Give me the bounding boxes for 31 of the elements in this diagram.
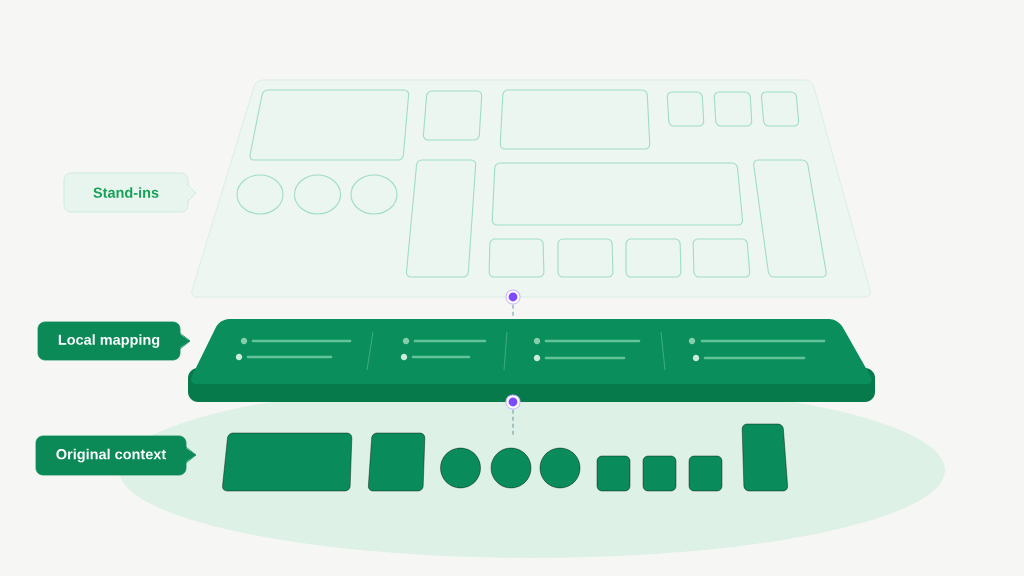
solid-circle bbox=[440, 447, 481, 489]
outline-block bbox=[557, 238, 614, 278]
outline-block bbox=[753, 159, 827, 278]
callout-bubble: Original context bbox=[35, 435, 197, 476]
outline-block bbox=[713, 91, 753, 127]
outline-block bbox=[488, 238, 545, 278]
solid-block bbox=[596, 455, 631, 492]
solid-block bbox=[741, 423, 788, 492]
outline-block bbox=[666, 91, 705, 127]
outline-circle bbox=[350, 174, 398, 215]
outline-block bbox=[499, 89, 651, 150]
solid-block bbox=[222, 432, 353, 492]
outline-block bbox=[405, 159, 477, 278]
outline-block bbox=[422, 90, 483, 141]
solid-block bbox=[368, 432, 426, 492]
dashed-connector bbox=[512, 409, 514, 436]
outline-circle bbox=[236, 174, 284, 215]
solid-block bbox=[688, 455, 723, 492]
outline-block bbox=[625, 238, 682, 278]
pin-dot bbox=[505, 289, 521, 305]
outline-block bbox=[249, 89, 410, 161]
outline-block bbox=[760, 91, 800, 127]
outline-block bbox=[491, 162, 744, 226]
solid-block bbox=[642, 455, 677, 492]
solid-circle bbox=[490, 447, 532, 489]
callout-bubble: Local mapping bbox=[37, 321, 191, 361]
outline-block bbox=[692, 238, 751, 278]
layer-bar bbox=[188, 319, 875, 402]
solid-circle bbox=[539, 447, 581, 489]
callout-bubble: Stand-ins bbox=[63, 172, 197, 213]
outline-circle bbox=[293, 174, 342, 215]
